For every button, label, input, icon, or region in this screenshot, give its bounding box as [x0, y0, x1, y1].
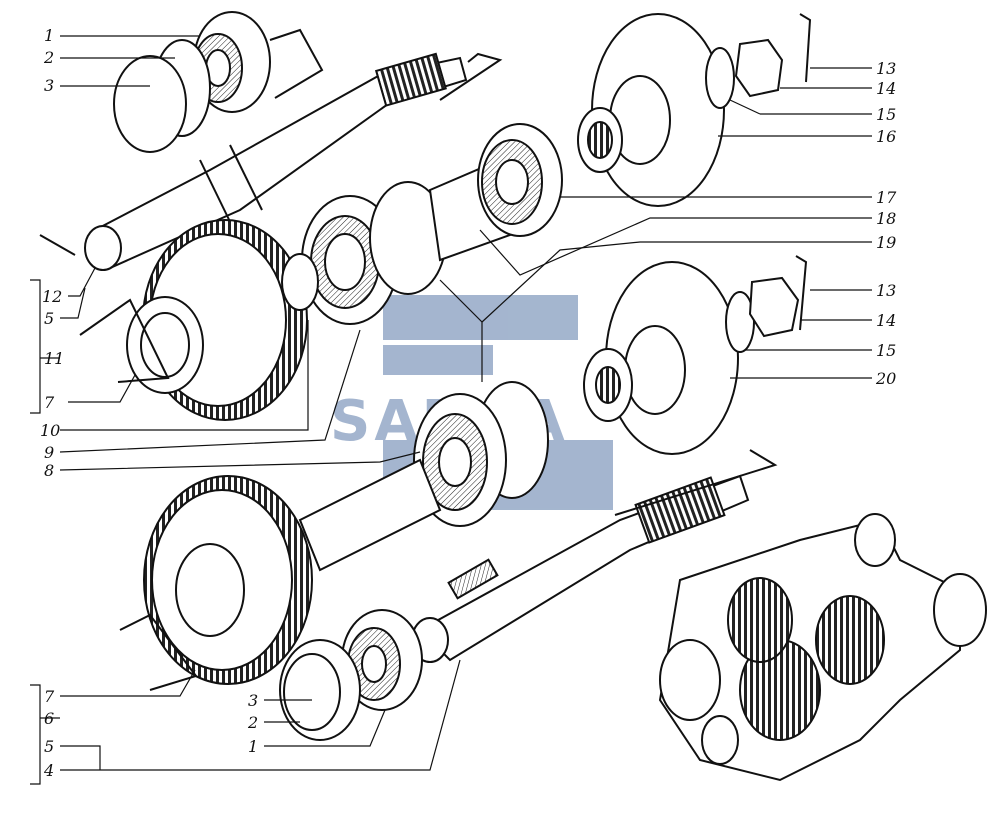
label-6: 6: [44, 709, 54, 728]
watermark-bar-2: [383, 345, 493, 375]
label-4: 4: [43, 761, 54, 780]
flange-16: [577, 13, 725, 207]
upper-gear: [126, 219, 308, 421]
label-18: 18: [876, 209, 896, 228]
lower-bearing-8: [298, 381, 549, 572]
upper-ring-3: [113, 55, 187, 153]
label-16: 16: [876, 127, 896, 146]
label-2-bottom: 2: [247, 713, 258, 732]
middle-ring-9: [281, 253, 319, 311]
label-14-top: 14: [876, 79, 896, 98]
watermark-bar-1: [383, 295, 578, 340]
label-12: 12: [42, 287, 62, 306]
washer-15-top: [705, 47, 735, 109]
label-19: 19: [876, 233, 896, 252]
nut-14-bottom: [748, 276, 800, 338]
label-20: 20: [875, 369, 896, 388]
label-17: 17: [876, 188, 897, 207]
nut-14-top: [734, 38, 784, 98]
label-7-bottom: 7: [44, 687, 55, 706]
assembled-gearbox: [658, 513, 987, 782]
lower-bearing-1: [341, 609, 423, 711]
label-9: 9: [44, 443, 54, 462]
label-10: 10: [40, 421, 60, 440]
label-1-top: 1: [44, 26, 54, 45]
lower-gear: [143, 475, 313, 685]
label-7-top: 7: [44, 393, 55, 412]
washer-15-bottom: [725, 291, 755, 353]
cotter-pin-13-top: [799, 13, 812, 83]
upper-shaft: [84, 52, 468, 271]
label-5-top: 5: [44, 309, 54, 328]
label-14-bottom: 14: [876, 311, 896, 330]
label-2-top: 2: [43, 48, 54, 67]
label-11: 11: [44, 349, 64, 368]
label-3-bottom: 3: [248, 691, 258, 710]
label-5-bottom: 5: [44, 737, 54, 756]
label-15-bottom: 15: [876, 341, 896, 360]
lower-seal-3: [283, 653, 341, 731]
label-1-bottom: 1: [248, 737, 258, 756]
label-13-bottom: 13: [876, 281, 896, 300]
drawing: [39, 11, 987, 782]
label-8: 8: [44, 461, 54, 480]
label-13-top: 13: [876, 59, 896, 78]
lower-shaft: [411, 474, 750, 663]
flange-20: [583, 261, 739, 455]
leader-lines: [30, 35, 872, 785]
part-labels: 1 2 3 13 14 15 16 17 18 19 12 5 11 7 13 …: [40, 26, 897, 780]
label-15-top: 15: [876, 105, 896, 124]
label-3-top: 3: [44, 76, 54, 95]
cotter-pin-13-bottom: [795, 255, 808, 331]
bearing-17: [428, 123, 563, 262]
